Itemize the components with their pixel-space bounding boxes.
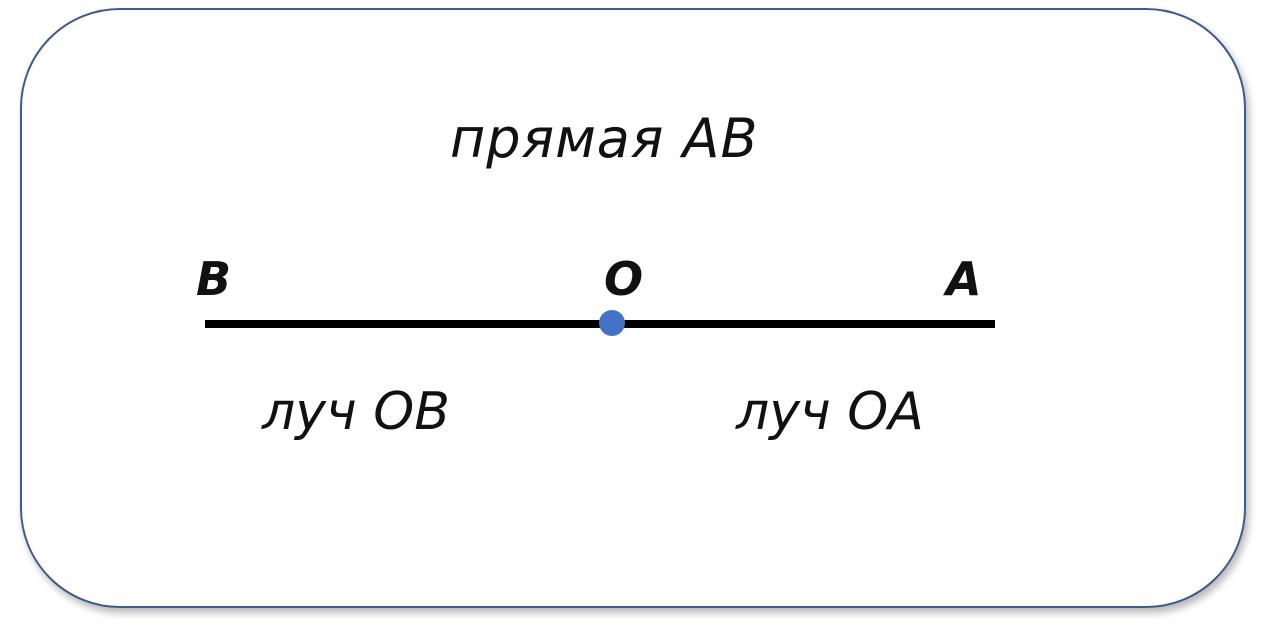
- point-o-marker: [599, 310, 625, 336]
- diagram-title: прямая АВ: [450, 107, 759, 170]
- ray-label-ob: луч ОВ: [262, 382, 450, 442]
- ray-label-oa: луч ОА: [736, 382, 924, 442]
- point-label-a: А: [946, 252, 982, 306]
- point-label-b: В: [196, 252, 232, 306]
- point-label-o: О: [604, 252, 644, 306]
- rounded-frame: [20, 8, 1246, 608]
